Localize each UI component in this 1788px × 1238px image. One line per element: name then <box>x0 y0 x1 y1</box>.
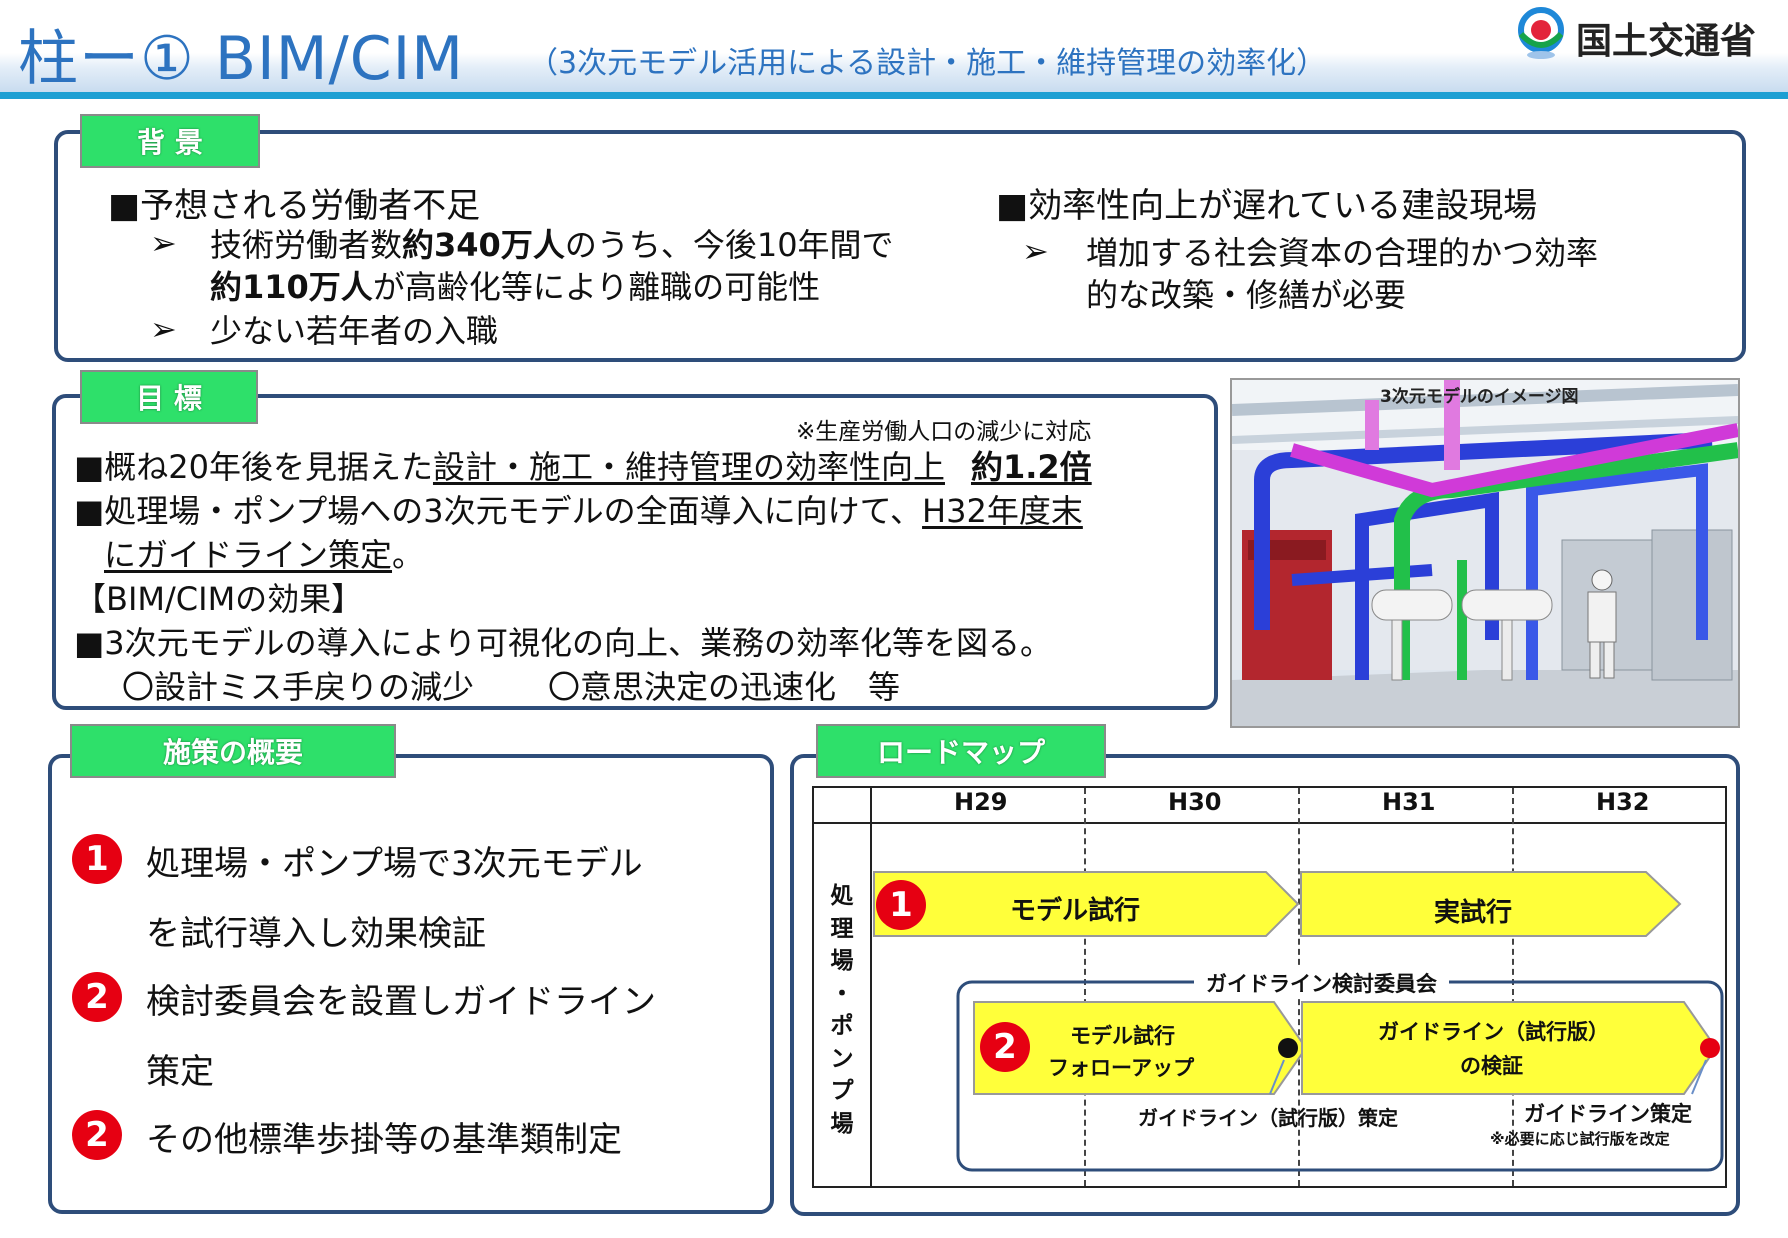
milestone-leader-line <box>1691 1059 1707 1095</box>
goal-effect-1: 〇設計ミス手戻りの減少 <box>122 668 475 706</box>
row1-arrow-model-trial <box>873 871 1300 937</box>
measures-item-1: 処理場・ポンプ場で3次元モデル <box>146 844 643 884</box>
row-label-char: ポ <box>830 1013 854 1039</box>
measures-item-2-cont: 策定 <box>146 1052 214 1092</box>
item-2-number-icon: 2 <box>72 972 122 1022</box>
row-label-char: プ <box>830 1078 854 1104</box>
text-span: が高齢化等により離職の可能性 <box>372 268 821 306</box>
roadmap-arrows <box>873 871 1724 1172</box>
background-left-bullet-2: 少ない若年者の入職 <box>210 312 499 350</box>
item-1-number-icon: 1 <box>72 834 122 884</box>
ministry-name: 国土交通省 <box>1576 21 1757 62</box>
measures-item-3: その他標準歩掛等の基準類制定 <box>146 1120 622 1160</box>
row2-arrow-verification <box>1301 1001 1718 1095</box>
guideline-target: にガイドライン策定 <box>104 536 393 574</box>
milestone-final-label: ガイドライン策定 <box>1524 1102 1692 1126</box>
row1-number-icon: 1 <box>876 880 926 930</box>
arrow-icon: ➢ <box>1022 232 1049 270</box>
milestone-leader-line <box>1269 1059 1285 1095</box>
row2-verification-l1: ガイドライン（試行版） <box>1378 1020 1609 1044</box>
milestone-trial-label: ガイドライン（試行版）策定 <box>1138 1106 1398 1130</box>
efficiency-target: 設計・施工・維持管理の効率性向上 <box>432 448 945 486</box>
row2-followup-l2: フォローアップ <box>1048 1056 1195 1080</box>
measures-section <box>48 754 774 1214</box>
header <box>0 0 1788 96</box>
row-label-char: 理 <box>830 915 854 942</box>
roadmap-divider <box>1084 788 1086 1186</box>
item-3-number-icon: 2 <box>72 1110 122 1160</box>
background-right-bullet-1-cont: 的な改築・修繕が必要 <box>1086 276 1407 314</box>
text-span: 技術労働者数 <box>210 226 403 264</box>
text-span: ■概ね20年後を見据えた <box>74 448 433 486</box>
goal-line-4: 【BIM/CIMの効果】 <box>74 580 364 618</box>
committee-label: ガイドライン検討委員会 <box>1194 968 1449 998</box>
milestone-trial-guideline <box>1278 1038 1298 1058</box>
background-tag: 背 景 <box>80 114 260 168</box>
model-image-drawing <box>1232 380 1738 726</box>
row2-verification-l2: の検証 <box>1460 1054 1523 1078</box>
year-h32: H32 <box>1596 788 1650 816</box>
text-span: ■処理場・ポンプ場への3次元モデルの全面導入に向けて、 <box>74 492 923 530</box>
row1-arrow-actual-trial <box>1300 871 1682 937</box>
goal-line-2: ■処理場・ポンプ場への3次元モデルの全面導入に向けて、H32年度末 <box>74 486 1083 532</box>
row-label-char: 場 <box>830 1110 854 1137</box>
retire-count: 約110万人 <box>210 268 373 306</box>
background-left-bullet-1: 技術労働者数約340万人のうち、今後10年間で <box>210 220 894 266</box>
row2-number-icon: 2 <box>980 1022 1030 1072</box>
efficiency-multiplier: 約1.2倍 <box>970 448 1092 486</box>
deadline: H32年度末 <box>922 492 1083 530</box>
year-h30: H30 <box>1168 788 1222 816</box>
background-left-bullet-1-cont: 約110万人が高齢化等により離職の可能性 <box>210 262 820 308</box>
text-span: のうち、今後10年間で <box>564 226 894 264</box>
goal-line-1: ■概ね20年後を見据えた設計・施工・維持管理の効率性向上約1.2倍 <box>74 442 1092 488</box>
row2-followup-l1: モデル試行 <box>1070 1024 1175 1048</box>
roadmap-row-label: 処 理 場 ・ ポ ン プ 場 <box>824 880 860 1140</box>
year-h29: H29 <box>954 788 1008 816</box>
arrow-icon: ➢ <box>150 224 177 262</box>
model-image-caption: 3次元モデルのイメージ図 <box>1380 387 1579 407</box>
row2-arrow-followup <box>973 1001 1308 1095</box>
roadmap-tag: ロードマップ <box>816 724 1106 778</box>
goal-note: ※生産労働人口の減少に対応 <box>796 419 1092 445</box>
row-label-char: 場 <box>830 948 854 974</box>
roadmap-divider <box>870 788 872 1186</box>
background-section <box>54 130 1746 362</box>
year-h31: H31 <box>1382 788 1436 816</box>
header-bar <box>0 92 1788 99</box>
worker-count: 約340万人 <box>402 226 565 264</box>
goal-section <box>52 394 1218 710</box>
text-span: 。 <box>392 536 425 574</box>
measures-tag: 施策の概要 <box>70 724 396 778</box>
goal-tag: 目 標 <box>80 370 258 424</box>
ministry-logo-icon <box>1518 7 1564 59</box>
roadmap-header-line <box>814 822 1725 824</box>
arrow-icon: ➢ <box>150 310 177 348</box>
background-left-heading: ■予想される労働者不足 <box>108 186 481 226</box>
measures-item-1-cont: を試行導入し効果検証 <box>146 914 486 954</box>
measures-item-2: 検討委員会を設置しガイドライン <box>146 982 656 1022</box>
row-label-char: ・ <box>830 980 854 1007</box>
row-label-char: 処 <box>830 883 854 909</box>
milestone-guideline <box>1700 1038 1720 1058</box>
goal-line-5: ■3次元モデルの導入により可視化の向上、業務の効率化等を図る。 <box>74 624 1052 662</box>
goal-effect-2: 〇意思決定の迅速化 等 <box>548 668 901 706</box>
milestone-final-note: ※必要に応じ試行版を改定 <box>1490 1130 1670 1148</box>
row1-actual-trial: 実試行 <box>1434 898 1513 928</box>
goal-line-3: にガイドライン策定。 <box>104 530 424 576</box>
page-subtitle: （3次元モデル活用による設計・施工・維持管理の効率化） <box>528 46 1327 81</box>
row-label-char: ン <box>830 1045 854 1072</box>
roadmap-divider <box>1512 788 1514 1186</box>
row1-model-trial: モデル試行 <box>1010 896 1141 926</box>
page-title: 柱ー① BIM/CIM <box>18 24 465 94</box>
background-right-heading: ■効率性向上が遅れている建設現場 <box>996 186 1538 226</box>
background-right-bullet-1: 増加する社会資本の合理的かつ効率 <box>1086 234 1599 272</box>
roadmap-table: H29 H30 H31 H32 処 理 場 ・ ポ ン プ 場 1 モデル試行 … <box>812 786 1727 1188</box>
model-image: 3次元モデルのイメージ図 <box>1230 378 1740 728</box>
